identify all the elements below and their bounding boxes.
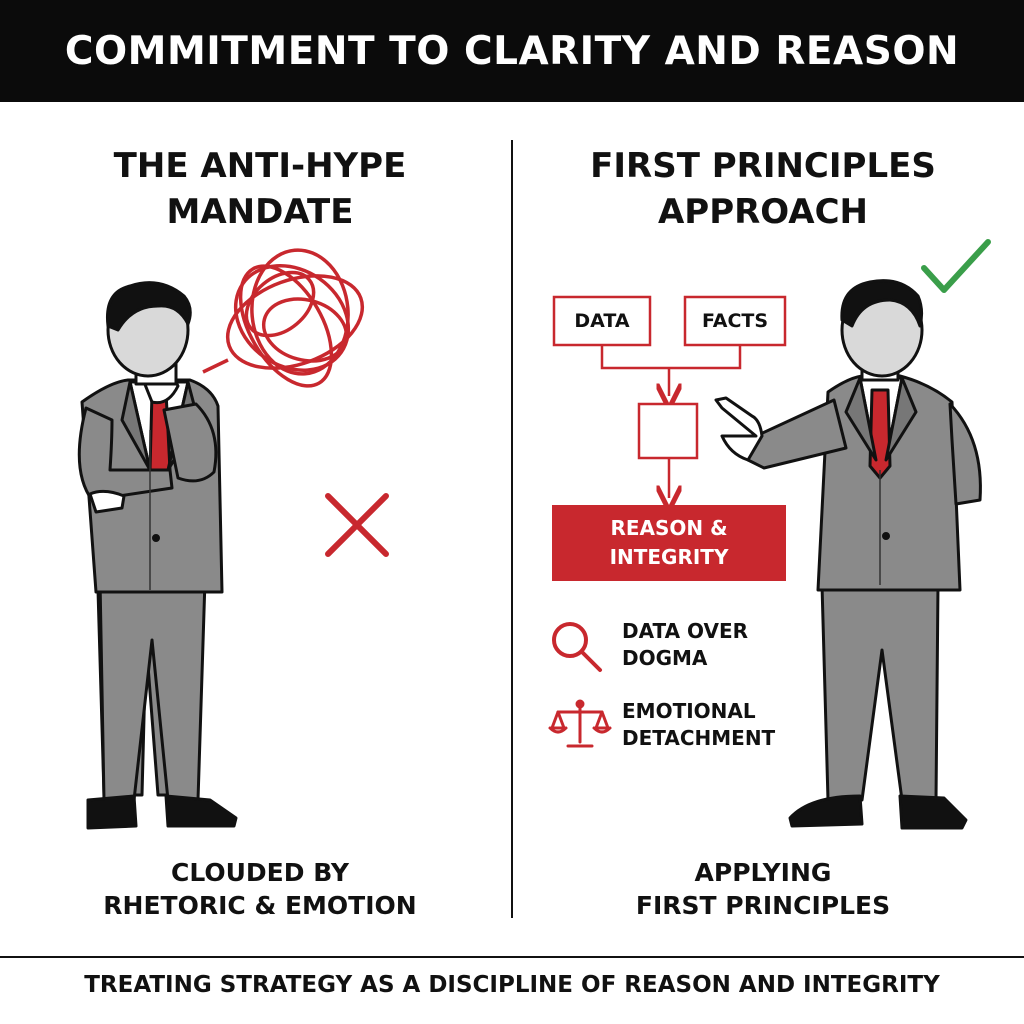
reason-line2: INTEGRITY [609, 545, 729, 569]
scales-icon [548, 699, 612, 748]
x-mark-icon [325, 493, 389, 557]
principle-line2: DOGMA [622, 646, 708, 670]
page-title: COMMITMENT TO CLARITY AND REASON [64, 28, 960, 74]
flow-diagram [552, 295, 787, 498]
facts-box-label: FACTS [701, 310, 769, 332]
column-divider [511, 140, 513, 918]
process-box [637, 402, 699, 460]
principle-line2: DETACHMENT [622, 726, 776, 750]
right-caption-line1: APPLYING [694, 858, 832, 887]
data-box [552, 295, 652, 347]
right-caption: APPLYING FIRST PRINCIPLES [543, 856, 983, 922]
tangled-scribble-icon [202, 248, 365, 388]
right-title: FIRST PRINCIPLES APPROACH [543, 143, 983, 235]
right-title-line1: FIRST PRINCIPLES [590, 146, 936, 186]
footer-divider [0, 956, 1024, 958]
reason-integrity-box: REASON & INTEGRITY [552, 505, 786, 581]
principle-data-over-dogma: DATA OVER DOGMA [622, 618, 748, 672]
principle-line1: DATA OVER [622, 619, 749, 643]
principle-line1: EMOTIONAL [622, 699, 756, 723]
left-title-line1: THE ANTI-HYPE [113, 146, 407, 186]
facts-box [683, 295, 787, 347]
header-bar [0, 0, 1024, 102]
left-title-line2: MANDATE [166, 192, 354, 232]
magnifier-icon [552, 622, 602, 672]
principle-emotional-detachment: EMOTIONAL DETACHMENT [622, 698, 775, 752]
reason-line1: REASON & [610, 516, 728, 540]
right-caption-line2: FIRST PRINCIPLES [635, 891, 891, 920]
pointing-man-figure [714, 279, 982, 830]
check-mark-icon [921, 239, 991, 293]
footer-tagline: TREATING STRATEGY AS A DISCIPLINE OF REA… [84, 972, 940, 998]
thinking-man-figure [77, 281, 238, 830]
data-box-label: DATA [574, 310, 630, 332]
right-title-line2: APPROACH [657, 192, 869, 232]
left-caption-line1: CLOUDED BY [170, 858, 349, 887]
left-title: THE ANTI-HYPE MANDATE [40, 143, 480, 235]
left-caption-line2: RHETORIC & EMOTION [103, 891, 417, 920]
left-caption: CLOUDED BY RHETORIC & EMOTION [40, 856, 480, 922]
